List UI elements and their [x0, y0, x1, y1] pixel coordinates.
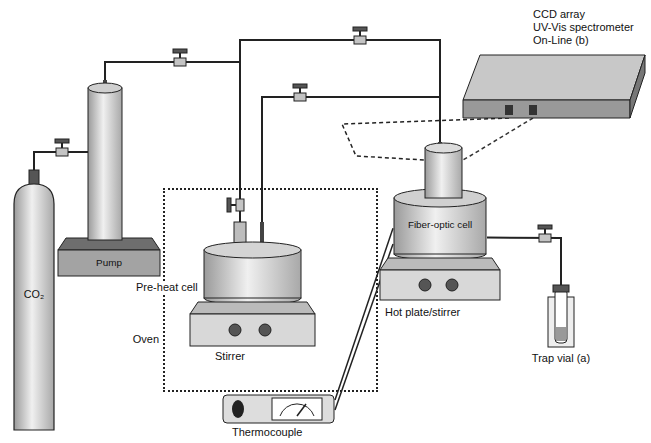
node-label: Pump [58, 256, 160, 269]
cell-head [425, 148, 462, 198]
node-label: CO₂ [12, 288, 56, 301]
gauge-scale [280, 404, 314, 416]
trap-vial: Trap vial (a) [546, 285, 576, 348]
node-label: Thermocouple [232, 426, 302, 438]
thermocouple-outline [222, 394, 335, 424]
node-label: UV-Vis spectrometer [533, 21, 634, 34]
text-slot: Thermocouple [232, 426, 302, 438]
fiber-optic-cell: Fiber-optic cell [393, 142, 487, 260]
gas-cylinder-body [14, 184, 54, 430]
spectrometer-front [463, 100, 630, 118]
hot-plate: Hot plate/stirrer [380, 258, 500, 302]
valve-symbol [293, 84, 307, 101]
pump-base [58, 250, 160, 276]
optical-fiber [463, 118, 533, 160]
spectrometer-outline [463, 55, 645, 118]
node-label: Oven [133, 333, 159, 346]
text-slot: Stirrer [215, 350, 245, 363]
valve-symbol [227, 198, 244, 212]
node-label: Trap vial (a) [532, 352, 590, 365]
node-label: Fiber-optic cell [393, 218, 487, 231]
fiber-optic-cell-outline [393, 142, 487, 260]
text-slot: Pump [58, 256, 160, 269]
gas-cylinder-outline [12, 170, 56, 432]
gas-line [105, 62, 240, 222]
hot-plate-outline [380, 258, 500, 302]
hot-plate-knob [446, 279, 458, 291]
thermocouple-wire [335, 228, 393, 400]
gas-cylinder: CO₂ [12, 170, 56, 432]
node-label: CCD array [533, 8, 634, 21]
hot-plate-top [380, 258, 500, 270]
vial-liquid [556, 327, 566, 341]
vial-cap [553, 285, 569, 292]
gas-line [105, 40, 440, 142]
stirrer-knob [259, 324, 271, 336]
text-slot: Oven [133, 333, 159, 346]
thermocouple: Thermocouple [222, 394, 335, 424]
text-slot: CCD arrayUV-Vis spectrometerOn-Line (b) [533, 8, 634, 47]
stirrer-knob [229, 324, 241, 336]
text-slot: Hot plate/stirrer [385, 306, 460, 319]
valve-symbol [173, 49, 187, 66]
hot-plate-knob [419, 279, 431, 291]
gauge-needle [297, 404, 306, 416]
node-label: Stirrer [215, 350, 245, 363]
pump-outline [58, 80, 160, 276]
hot-plate [380, 270, 500, 300]
thermocouple-switch [232, 400, 244, 418]
stirrer: Stirrer [190, 222, 315, 348]
valve-symbol [538, 225, 552, 242]
node-label: Hot plate/stirrer [385, 306, 460, 319]
pre-heat-cell-top [204, 242, 301, 258]
text-slot: Fiber-optic cell [393, 218, 487, 231]
trap-vial-outline [546, 285, 576, 348]
pump-cylinder-top [88, 83, 122, 93]
valve-symbol [55, 139, 69, 156]
spectrometer-side [630, 55, 645, 118]
stirrer-plate [190, 314, 315, 346]
part-label: Pre-heat cell [134, 281, 200, 294]
text-slot: Trap vial (a) [532, 352, 590, 365]
text-slot: CO₂ [12, 288, 56, 301]
gauge-face [272, 398, 322, 420]
cell-head-top [425, 143, 462, 153]
valve-symbol [353, 27, 367, 44]
pump: Pump [58, 80, 160, 276]
pump-cylinder [88, 88, 122, 240]
fiber-port [529, 105, 537, 115]
thermocouple-box [223, 395, 334, 423]
trap-vial [555, 289, 567, 343]
node-label: On-Line (b) [533, 34, 634, 47]
fiber-port [505, 105, 513, 115]
stirrer-outline [190, 222, 315, 348]
stirrer-top [190, 302, 315, 314]
spectrometer: CCD arrayUV-Vis spectrometerOn-Line (b) [463, 55, 645, 118]
spectrometer-top [463, 55, 645, 100]
